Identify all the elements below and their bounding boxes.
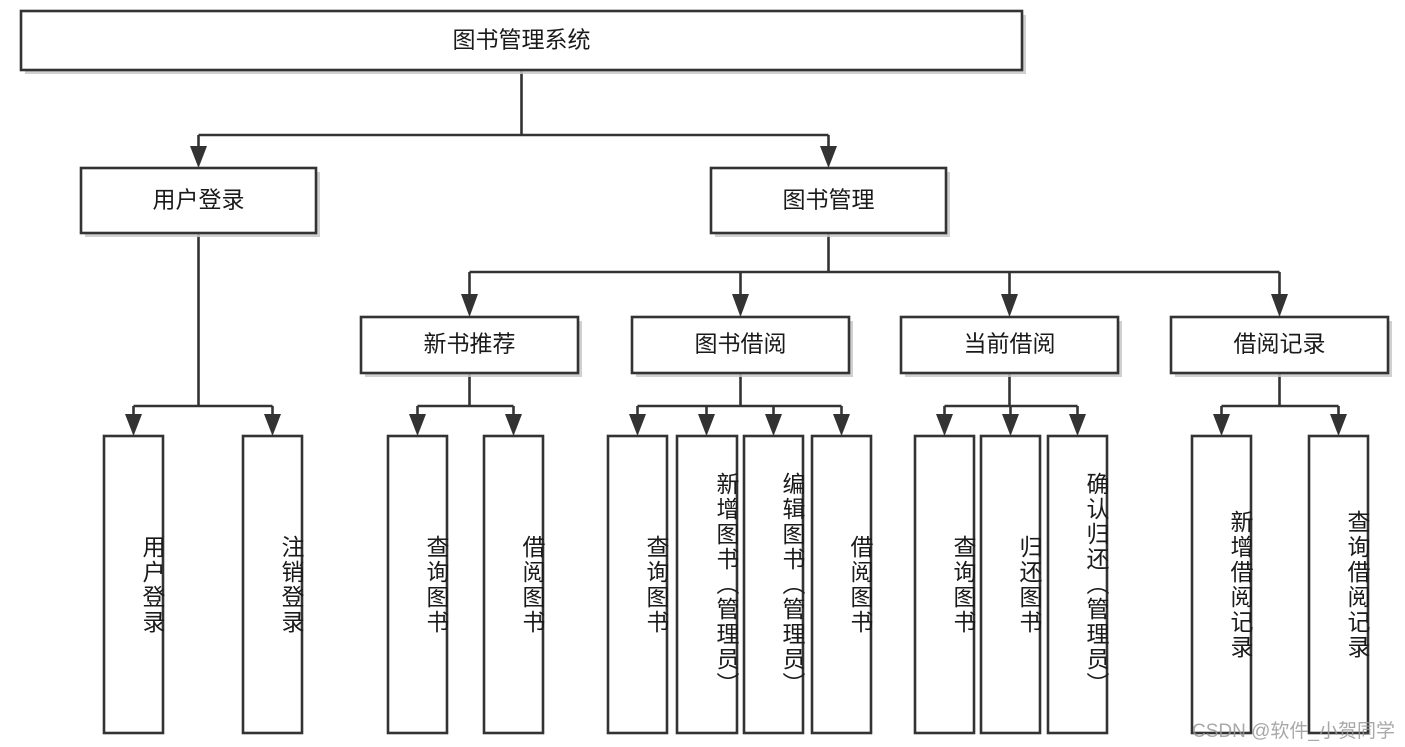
arrow-head-borrow-record: [1271, 294, 1288, 317]
watermark-text: CSDN @软件_小贺同学: [1192, 721, 1395, 742]
node-box-leaf-edit-book[interactable]: [742, 434, 805, 735]
node-box-user-login[interactable]: [79, 166, 318, 235]
node-box-borrow-record[interactable]: [1169, 315, 1390, 375]
arrow-head-leaf-query-book-2: [629, 414, 646, 436]
arrow-head-leaf-borrow-book-2: [833, 414, 850, 436]
arrow-head-user-login: [190, 146, 207, 168]
arrow-head-leaf-query-book-1: [409, 414, 426, 436]
arrow-head-leaf-user-logout: [264, 414, 281, 436]
arrow-head-leaf-user-login: [125, 414, 142, 436]
arrow-head-leaf-confirm-return: [1069, 414, 1086, 436]
node-box-leaf-user-logout[interactable]: [241, 434, 304, 735]
node-box-leaf-confirm-return[interactable]: [1046, 434, 1109, 735]
arrow-head-leaf-query-book-3: [936, 414, 953, 436]
node-box-leaf-query-book-1[interactable]: [386, 434, 449, 735]
node-box-leaf-query-book-2[interactable]: [606, 434, 669, 735]
arrow-head-leaf-borrow-book-1: [505, 414, 522, 436]
arrow-head-book-manage: [820, 146, 837, 168]
node-box-leaf-borrow-book-2[interactable]: [810, 434, 873, 735]
arrow-head-leaf-query-record: [1330, 414, 1347, 436]
node-box-leaf-query-record[interactable]: [1307, 434, 1370, 735]
node-box-root[interactable]: [19, 9, 1024, 72]
node-label-user-login: 用户登录: [153, 187, 245, 213]
node-box-current-borrow[interactable]: [899, 315, 1120, 375]
node-box-leaf-add-book[interactable]: [675, 434, 739, 735]
node-box-leaf-return-book[interactable]: [979, 434, 1042, 735]
node-label-book-borrow: 图书借阅: [695, 331, 787, 357]
arrow-head-leaf-add-record: [1213, 414, 1230, 436]
node-label-book-manage: 图书管理: [783, 187, 875, 213]
node-label-root: 图书管理系统: [453, 27, 591, 53]
node-box-book-manage[interactable]: [709, 166, 948, 235]
node-label-new-book-recommend: 新书推荐: [424, 331, 516, 357]
arrow-head-book-borrow: [732, 294, 749, 317]
arrow-head-current-borrow: [1001, 294, 1018, 317]
arrow-head-leaf-edit-book: [765, 414, 782, 436]
arrow-head-leaf-add-book: [698, 414, 715, 436]
node-box-leaf-query-book-3[interactable]: [913, 434, 976, 735]
node-box-leaf-borrow-book-1[interactable]: [482, 434, 545, 735]
node-label-current-borrow: 当前借阅: [964, 331, 1056, 357]
node-label-borrow-record: 借阅记录: [1234, 331, 1326, 357]
connector-layer: [125, 70, 1347, 436]
arrow-head-new-book-recommend: [461, 294, 478, 317]
node-layer: 图书管理系统 用户登录 图书管理 新书推荐 图书借阅 当前借阅 借阅记录: [19, 9, 1392, 735]
arrow-head-leaf-return-book: [1002, 414, 1019, 436]
node-box-leaf-user-login[interactable]: [102, 434, 165, 735]
node-box-leaf-add-record[interactable]: [1190, 434, 1253, 735]
node-box-new-book-recommend[interactable]: [359, 315, 580, 375]
node-box-book-borrow[interactable]: [630, 315, 851, 375]
